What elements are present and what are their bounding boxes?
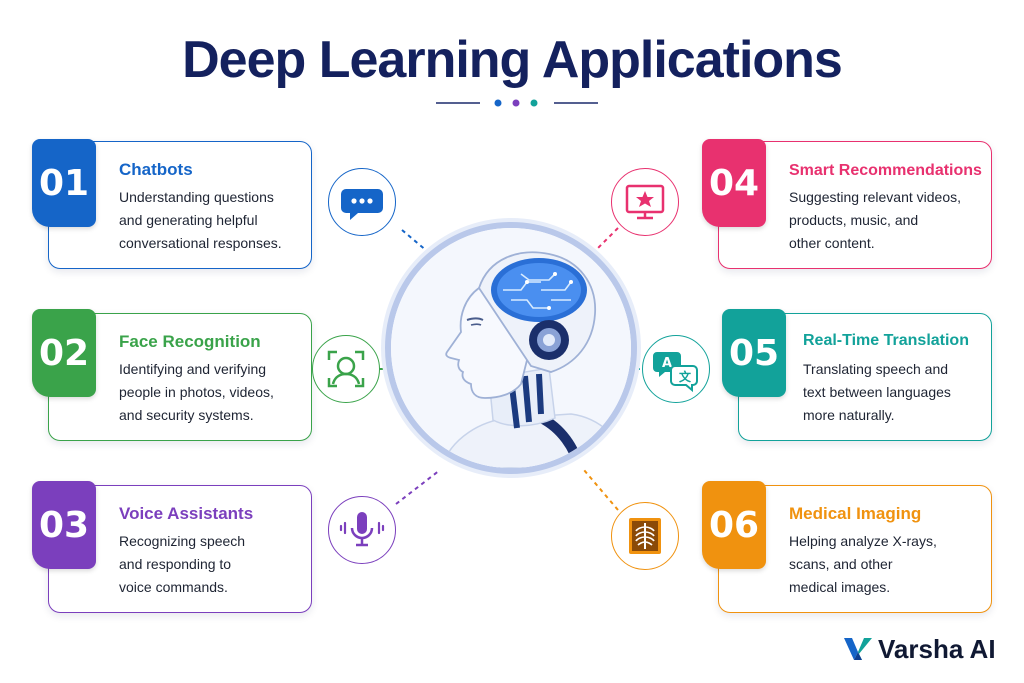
card-description: Understanding questions and generating h… xyxy=(119,189,282,251)
xray-icon xyxy=(611,502,679,570)
monitor-star-icon xyxy=(611,168,679,236)
badge-04: 04 xyxy=(702,139,766,227)
face-scan-icon xyxy=(312,335,380,403)
varsha-v-logo-icon xyxy=(844,638,872,660)
badge-05: 05 xyxy=(722,309,786,397)
brand-logo: Varsha AI xyxy=(842,632,1012,666)
card-title: Smart Recommendations xyxy=(789,162,982,179)
card-description: Suggesting relevant videos, products, mu… xyxy=(789,189,961,251)
title-divider xyxy=(436,99,598,107)
card-description: Helping analyze X-rays, scans, and other… xyxy=(789,533,937,595)
card-description: Translating speech and text between lang… xyxy=(803,361,951,423)
svg-text:文: 文 xyxy=(679,369,692,384)
badge-06: 06 xyxy=(702,481,766,569)
card-title: Face Recognition xyxy=(119,332,261,351)
badge-03: 03 xyxy=(32,481,96,569)
badge-02: 02 xyxy=(32,309,96,397)
chat-bubble-icon xyxy=(328,168,396,236)
card-title: Chatbots xyxy=(119,160,193,179)
svg-text:A: A xyxy=(662,356,672,371)
card-title: Voice Assistants xyxy=(119,504,254,523)
page-title: Deep Learning Applications xyxy=(182,31,843,89)
logo-text: Varsha AI xyxy=(878,634,996,664)
translate-icon: A 文 xyxy=(642,335,710,403)
badge-01: 01 xyxy=(32,139,96,227)
card-description: Recognizing speech and responding to voi… xyxy=(119,533,246,595)
microphone-icon xyxy=(328,496,396,564)
ai-robot-head-icon xyxy=(385,222,637,474)
card-description: Identifying and verifying people in phot… xyxy=(119,361,274,423)
card-title: Real-Time Translation xyxy=(803,332,969,349)
card-title: Medical Imaging xyxy=(789,504,922,523)
